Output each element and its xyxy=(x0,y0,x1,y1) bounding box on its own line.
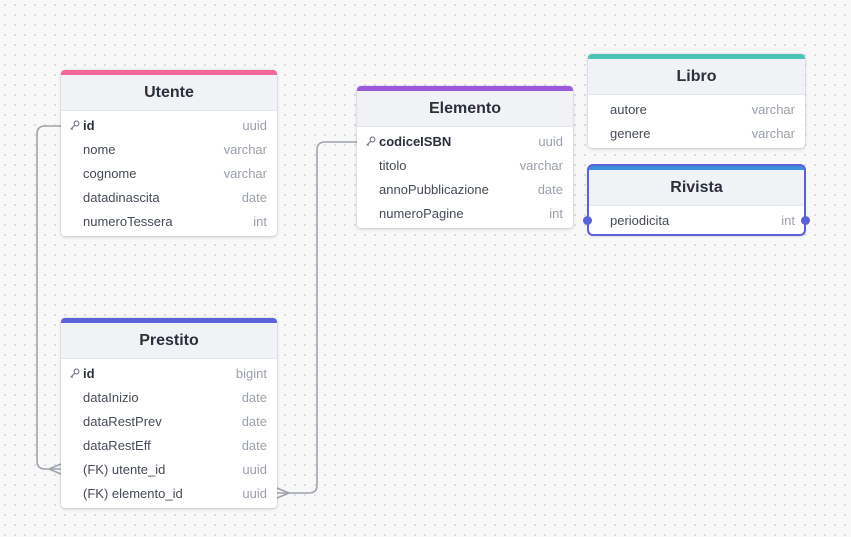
connection-handle-right[interactable] xyxy=(801,215,810,225)
field-row-periodicita[interactable]: periodicita int xyxy=(583,208,810,232)
relation-elemento-prestito[interactable] xyxy=(277,141,357,494)
field-name: datadinascita xyxy=(83,189,160,205)
field-type: varchar xyxy=(223,141,267,157)
key-icon xyxy=(366,136,376,146)
field-type: date xyxy=(241,413,267,429)
field-row-datadinascita[interactable]: datadinascita date xyxy=(61,185,277,209)
field-name: periodicita xyxy=(610,212,670,228)
field-type: varchar xyxy=(519,157,563,173)
field-type: int xyxy=(253,213,267,229)
table-title[interactable]: Rivista xyxy=(588,170,805,206)
field-row-numerotessera[interactable]: numeroTessera int xyxy=(61,209,277,233)
table-color-bar xyxy=(357,86,573,91)
key-icon xyxy=(70,368,80,378)
field-type: varchar xyxy=(751,101,795,117)
field-row-annopubblicazione[interactable]: annoPubblicazione date xyxy=(357,177,573,201)
field-type: uuid xyxy=(538,133,563,149)
crowfoot-elemento-prestito-icon xyxy=(276,487,290,499)
table-prestito[interactable]: Prestito id bigint dataInizio date dataR… xyxy=(61,318,277,508)
field-type: uuid xyxy=(242,117,267,133)
field-type: date xyxy=(537,181,563,197)
field-name: dataInizio xyxy=(83,389,139,405)
field-name: numeroTessera xyxy=(83,213,173,229)
field-name: id xyxy=(83,117,95,133)
key-icon xyxy=(70,120,80,130)
field-row-titolo[interactable]: titolo varchar xyxy=(357,153,573,177)
field-name: autore xyxy=(610,101,647,117)
field-row-elemento-id[interactable]: (FK) elemento_id uuid xyxy=(61,481,277,505)
table-color-bar xyxy=(588,54,805,59)
field-name: (FK) utente_id xyxy=(83,461,166,477)
field-row-datarestprev[interactable]: dataRestPrev date xyxy=(61,409,277,433)
field-row-datresteff[interactable]: dataRestEff date xyxy=(61,433,277,457)
connection-handle-left[interactable] xyxy=(583,215,592,225)
field-name: codiceISBN xyxy=(379,133,452,149)
field-type: int xyxy=(781,212,795,228)
field-type: uuid xyxy=(242,485,267,501)
field-name: nome xyxy=(83,141,116,157)
field-type: int xyxy=(549,205,563,221)
field-name: annoPubblicazione xyxy=(379,181,489,197)
field-type: date xyxy=(241,389,267,405)
field-type: uuid xyxy=(242,461,267,477)
table-title[interactable]: Utente xyxy=(61,75,277,111)
table-title[interactable]: Elemento xyxy=(357,91,573,127)
table-color-bar xyxy=(61,70,277,75)
field-row-numeropagine[interactable]: numeroPagine int xyxy=(357,201,573,225)
field-name: (FK) elemento_id xyxy=(83,485,183,501)
table-libro[interactable]: Libro autore varchar genere varchar xyxy=(588,54,805,148)
table-color-bar xyxy=(61,318,277,323)
field-name: cognome xyxy=(83,165,137,181)
field-row-genere[interactable]: genere varchar xyxy=(588,121,805,145)
field-type: varchar xyxy=(751,125,795,141)
table-rivista[interactable]: Rivista periodicita int xyxy=(583,164,810,236)
field-row-autore[interactable]: autore varchar xyxy=(588,97,805,121)
field-type: bigint xyxy=(235,365,267,381)
field-name: dataRestEff xyxy=(83,437,151,453)
field-row-id[interactable]: id uuid xyxy=(61,113,277,137)
table-title[interactable]: Libro xyxy=(588,59,805,95)
field-type: date xyxy=(241,189,267,205)
field-row-datainizio[interactable]: dataInizio date xyxy=(61,385,277,409)
field-name: numeroPagine xyxy=(379,205,464,221)
crowfoot-utente-prestito-icon xyxy=(48,463,62,475)
table-color-bar xyxy=(588,165,805,170)
relation-utente-prestito[interactable] xyxy=(36,125,61,470)
field-row-utente-id[interactable]: (FK) utente_id uuid xyxy=(61,457,277,481)
field-row-nome[interactable]: nome varchar xyxy=(61,137,277,161)
table-title[interactable]: Prestito xyxy=(61,323,277,359)
field-name: genere xyxy=(610,125,651,141)
field-type: date xyxy=(241,437,267,453)
table-elemento[interactable]: Elemento codiceISBN uuid titolo varchar … xyxy=(357,86,573,228)
field-row-id[interactable]: id bigint xyxy=(61,361,277,385)
field-type: varchar xyxy=(223,165,267,181)
field-row-cognome[interactable]: cognome varchar xyxy=(61,161,277,185)
field-row-codiceisbn[interactable]: codiceISBN uuid xyxy=(357,129,573,153)
table-utente[interactable]: Utente id uuid nome varchar cognome varc… xyxy=(61,70,277,236)
field-name: id xyxy=(83,365,95,381)
field-name: dataRestPrev xyxy=(83,413,162,429)
field-name: titolo xyxy=(379,157,407,173)
